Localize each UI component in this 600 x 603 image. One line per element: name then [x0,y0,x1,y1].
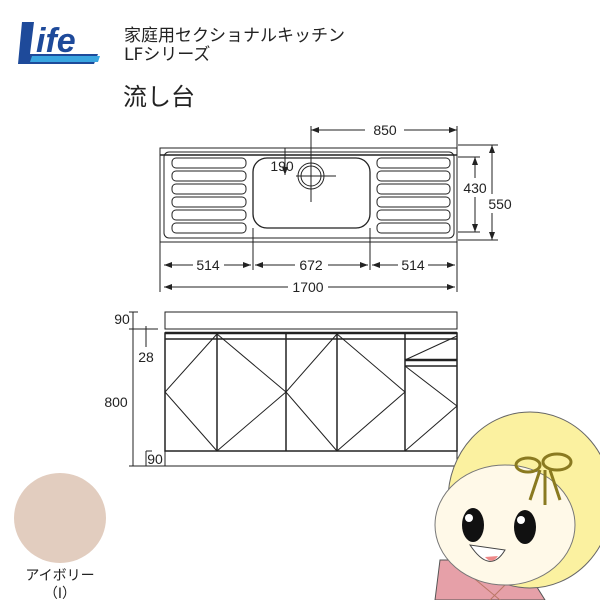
dim-base-90: 90 [147,451,163,467]
front-view [129,311,458,467]
right-drainboard [376,157,451,234]
mascot-illustration [434,411,600,600]
dim-514-right: 514 [401,257,425,273]
dim-430: 430 [463,180,487,196]
color-name: アイボリー [25,568,95,584]
product-category: 家庭用セクショナルキッチン [124,26,345,46]
color-swatch[interactable] [14,473,106,563]
dim-550: 550 [488,196,512,212]
left-drainboard [171,157,247,234]
svg-text:ife: ife [36,22,76,60]
dim-800: 800 [104,394,128,410]
dim-28: 28 [138,349,154,365]
dim-190: 190 [270,158,294,174]
series-name: LFシリーズ [124,45,211,65]
dim-850: 850 [373,122,397,138]
dim-514-left: 514 [196,257,220,273]
page-title: 流し台 [123,83,195,111]
countertop-outline [159,147,458,243]
life-logo: ife [18,22,100,64]
dim-672: 672 [299,257,323,273]
dim-1700: 1700 [292,279,323,295]
color-code: （I） [43,586,77,602]
dim-top-90: 90 [114,311,130,327]
top-view [159,126,498,292]
